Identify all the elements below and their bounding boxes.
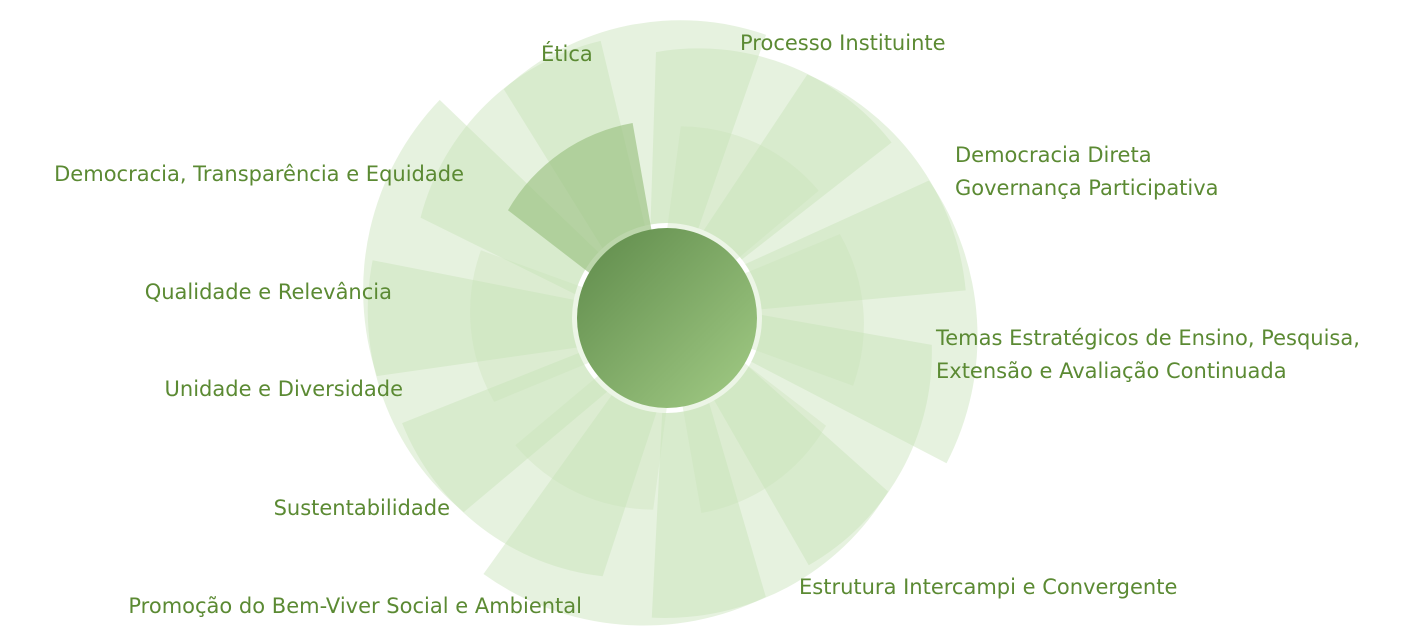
petal-shape xyxy=(703,74,966,310)
label-processo-instituinte-text: Processo Instituinte xyxy=(740,31,946,55)
petal-shape xyxy=(714,314,932,566)
inner-petal-shape xyxy=(682,362,827,513)
label-temas-estrategicos: Temas Estratégicos de Ensino, Pesquisa, … xyxy=(936,322,1360,388)
petal-shape xyxy=(483,395,766,626)
label-processo-instituinte: Processo Instituinte xyxy=(740,27,946,60)
label-sustentabilidade-text: Sustentabilidade xyxy=(273,496,450,520)
label-estrutura-intercampi-text: Estrutura Intercampi e Convergente xyxy=(799,575,1178,599)
label-unidade-diversidade: Unidade e Diversidade xyxy=(165,373,403,406)
petal-shape xyxy=(402,353,657,577)
label-estrutura-intercampi: Estrutura Intercampi e Convergente xyxy=(799,571,1177,604)
inner-petal-shape xyxy=(743,234,864,386)
petal-shape xyxy=(363,99,599,377)
label-temas-estrategicos-line1: Temas Estratégicos de Ensino, Pesquisa, xyxy=(936,326,1360,350)
label-promocao-bem-viver-text: Promoção do Bem-Viver Social e Ambiental xyxy=(128,594,582,618)
center-circle xyxy=(577,228,757,408)
petal-group xyxy=(363,20,978,626)
label-democracia-direta-line2: Governança Participativa xyxy=(955,176,1219,200)
inner-petal-shape xyxy=(507,123,652,275)
inner-petal-shape xyxy=(470,250,591,402)
inner-petal-shape xyxy=(667,126,819,262)
label-democracia-transparencia: Democracia, Transparência e Equidade xyxy=(54,158,464,191)
label-sustentabilidade: Sustentabilidade xyxy=(274,492,450,525)
label-temas-estrategicos-line2: Extensão e Avaliação Continuada xyxy=(936,359,1287,383)
inner-petal-shape xyxy=(515,374,667,510)
label-etica-text: Ética xyxy=(541,42,593,66)
label-qualidade-relevancia: Qualidade e Relevância xyxy=(145,276,392,309)
label-promocao-bem-viver: Promoção do Bem-Viver Social e Ambiental xyxy=(128,590,582,623)
label-unidade-diversidade-text: Unidade e Diversidade xyxy=(164,377,403,401)
label-etica: Ética xyxy=(541,38,593,71)
label-democracia-direta-line1: Democracia Direta xyxy=(955,143,1152,167)
label-qualidade-relevancia-text: Qualidade e Relevância xyxy=(144,280,392,304)
label-democracia-direta: Democracia Direta Governança Participati… xyxy=(955,139,1219,205)
label-democracia-transparencia-text: Democracia, Transparência e Equidade xyxy=(54,162,464,186)
petal-shape xyxy=(651,366,889,618)
petal-shape xyxy=(650,48,892,260)
petal-shape xyxy=(745,180,978,464)
petal-shape xyxy=(367,260,608,513)
